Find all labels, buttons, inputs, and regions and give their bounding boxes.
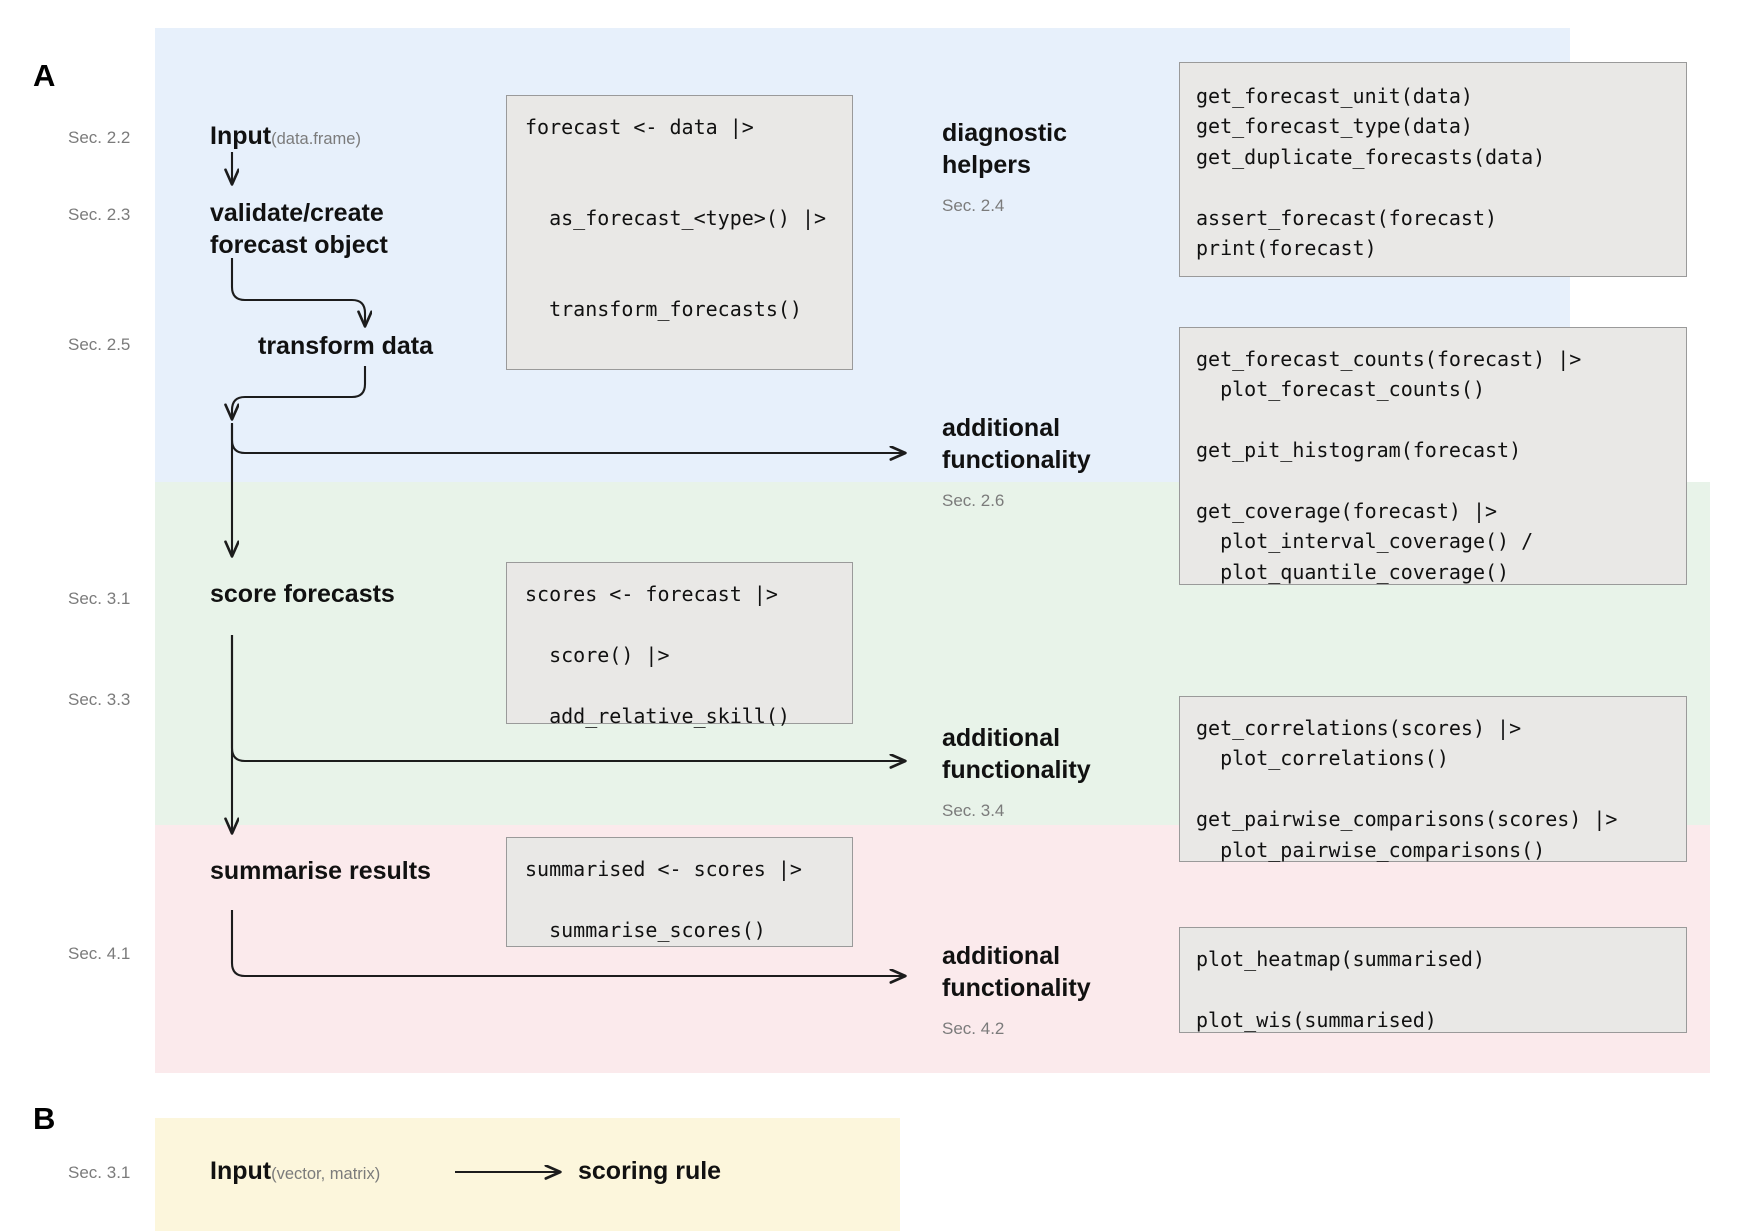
code-forecast-pipeline: forecast <- data |> as_forecast_<type>()… bbox=[506, 95, 853, 370]
node-validate-create-forecast-object: validate/create forecast object bbox=[210, 199, 388, 259]
section-label-score: Sec. 3.1 bbox=[68, 589, 131, 608]
section-label-input: Sec. 2.2 bbox=[68, 128, 131, 147]
panel-b-node-scoring-rule: scoring rule bbox=[578, 1157, 722, 1185]
node-score-forecasts: score forecasts bbox=[210, 580, 395, 608]
code-summarise-pipeline: summarised <- scores |> summarise_scores… bbox=[506, 837, 853, 947]
section-label-summarise: Sec. 4.1 bbox=[68, 944, 131, 963]
code-additional-functionality-1: get_forecast_counts(forecast) |> plot_fo… bbox=[1179, 327, 1687, 585]
section-label-add-relative-skill: Sec. 3.3 bbox=[68, 690, 131, 709]
label-diagnostic-helpers: diagnostic helpers bbox=[942, 119, 1068, 179]
panel-b-label: B bbox=[33, 1101, 56, 1136]
section-label-additional-2: Sec. 3.4 bbox=[942, 801, 1005, 820]
panel-b-node-input: Input(vector, matrix) bbox=[210, 1155, 380, 1187]
code-score-pipeline: scores <- forecast |> score() |> add_rel… bbox=[506, 562, 853, 728]
panel-b-section-label: Sec. 3.1 bbox=[68, 1163, 131, 1182]
panel-b-input-sublabel: (vector, matrix) bbox=[271, 1165, 381, 1183]
node-input-label: Input bbox=[210, 122, 272, 150]
code-additional-functionality-2: get_correlations(scores) |> plot_correla… bbox=[1179, 696, 1687, 862]
code-additional-functionality-3: plot_heatmap(summarised) plot_wis(summar… bbox=[1179, 927, 1687, 1033]
section-label-validate: Sec. 2.3 bbox=[68, 205, 131, 224]
code-diagnostic-helpers: get_forecast_unit(data) get_forecast_typ… bbox=[1179, 62, 1687, 277]
panel-a-label: A bbox=[33, 58, 56, 93]
panel-b-input-label: Input bbox=[210, 1157, 272, 1185]
node-transform-data: transform data bbox=[258, 332, 434, 360]
node-input-sublabel: (data.frame) bbox=[271, 130, 361, 148]
label-additional-functionality-1: additional functionality bbox=[942, 414, 1091, 474]
label-additional-functionality-3: additional functionality bbox=[942, 942, 1091, 1002]
label-additional-functionality-2: additional functionality bbox=[942, 724, 1091, 784]
panel-b-band-cream bbox=[155, 1118, 900, 1231]
section-label-additional-3: Sec. 4.2 bbox=[942, 1019, 1005, 1038]
node-summarise-results: summarise results bbox=[210, 857, 431, 885]
section-label-transform: Sec. 2.5 bbox=[68, 335, 131, 354]
node-input: Input(data.frame) bbox=[210, 120, 361, 152]
section-label-additional-1: Sec. 2.6 bbox=[942, 491, 1005, 510]
section-label-diagnostic: Sec. 2.4 bbox=[942, 196, 1005, 215]
